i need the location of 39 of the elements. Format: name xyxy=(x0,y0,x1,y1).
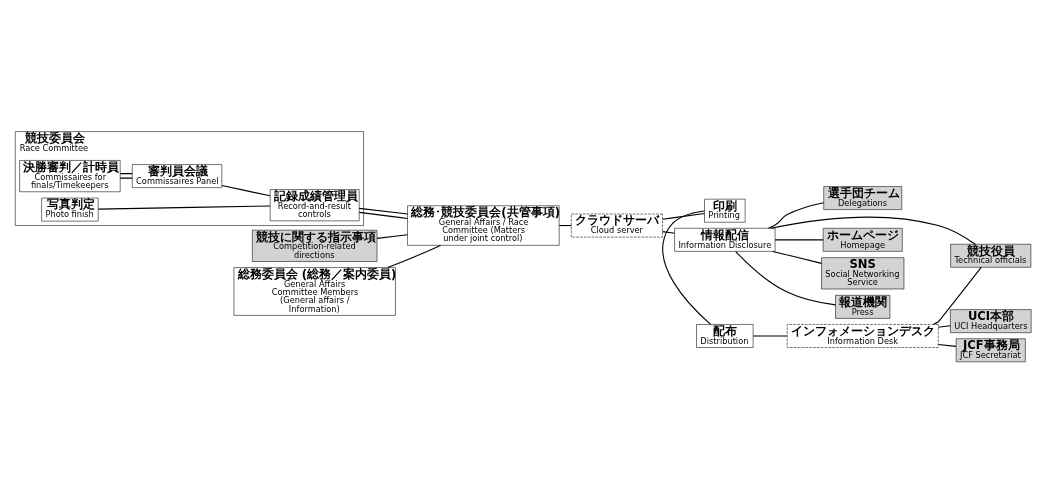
node-box: JCF事務局 JCF Secretariat xyxy=(955,337,1026,362)
connector xyxy=(767,201,825,229)
node-box: 報道機関 Press xyxy=(835,294,891,319)
node-box: 総務･競技委員会(共管事項) General Affairs / Race Committee (Matters under joint control) xyxy=(407,205,560,246)
connector xyxy=(937,343,957,347)
node-box: 総務委員会 (総務／案内委員) General Affairs Committee Members (General affairs / Information) xyxy=(233,266,396,316)
connector xyxy=(774,238,824,240)
node-box: 印刷 Printing xyxy=(704,198,746,223)
node-box: 競技役員 Technical officials xyxy=(950,243,1032,268)
node-box: 情報配信 Information Disclosure xyxy=(674,227,776,252)
node-box: SNS Social Networking Service xyxy=(821,256,905,289)
node-box: インフォメーションデスク Information Desk xyxy=(786,323,939,348)
connector xyxy=(770,216,976,245)
node-box: 競技に関する指示事項 Competition-related directions xyxy=(252,229,378,262)
connector xyxy=(937,324,951,328)
node-box: 記録成績管理員 Record-and-result controls xyxy=(269,188,360,221)
connector xyxy=(358,207,409,214)
connector xyxy=(735,250,836,305)
node-box: 決勝審判／計時員 Commissaires for finals/Timekeepers xyxy=(19,159,121,192)
connector xyxy=(387,244,442,268)
connector xyxy=(932,266,982,325)
connector xyxy=(662,230,676,234)
connector xyxy=(772,250,823,264)
node-box: 配布 Distribution xyxy=(696,323,754,348)
node-box: UCI本部 UCI Headquarters xyxy=(950,308,1032,333)
node-box: 写真判定 Photo finish xyxy=(41,197,99,221)
connector xyxy=(662,212,705,220)
node-box: 審判員会議 Commissaires Panel xyxy=(132,163,223,188)
connector xyxy=(376,233,409,239)
connector xyxy=(662,209,712,325)
node-box: ホームページ Homepage xyxy=(822,227,903,252)
connector xyxy=(558,224,572,226)
connector xyxy=(119,177,133,179)
node-box: 選手団チーム Delegations xyxy=(823,185,903,210)
connector xyxy=(119,172,133,174)
connector xyxy=(221,184,271,196)
connector xyxy=(358,211,409,219)
connector xyxy=(97,204,271,210)
node-box: クラウドサーバ Cloud server xyxy=(571,213,663,237)
